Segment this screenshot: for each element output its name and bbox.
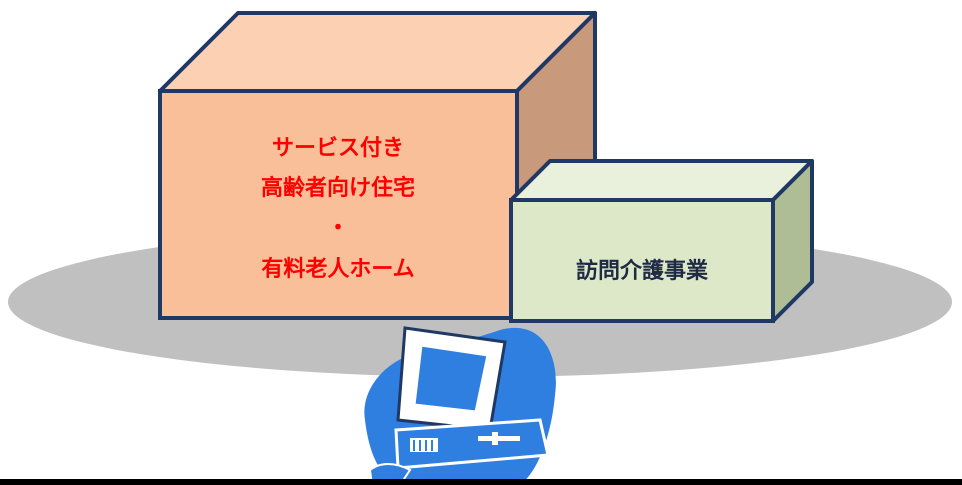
computer-floppy-slot <box>478 436 520 441</box>
bottom-rule <box>0 479 962 485</box>
large-box-line-1: サービス付き <box>272 136 404 161</box>
small-box: 訪問介護事業 <box>509 159 814 323</box>
computer-screen <box>412 343 490 414</box>
computer-base-unit <box>394 418 550 470</box>
small-box-front <box>509 198 775 323</box>
computer-icon <box>364 326 556 485</box>
large-box-line-2: 高齢者向け住宅 <box>261 175 415 201</box>
large-box-line-4: 有料老人ホーム <box>261 256 414 282</box>
large-box-line-3: ・ <box>327 216 349 241</box>
large-box-front <box>158 89 519 320</box>
small-box-top <box>509 159 814 202</box>
small-box-label: 訪問介護事業 <box>576 258 709 284</box>
